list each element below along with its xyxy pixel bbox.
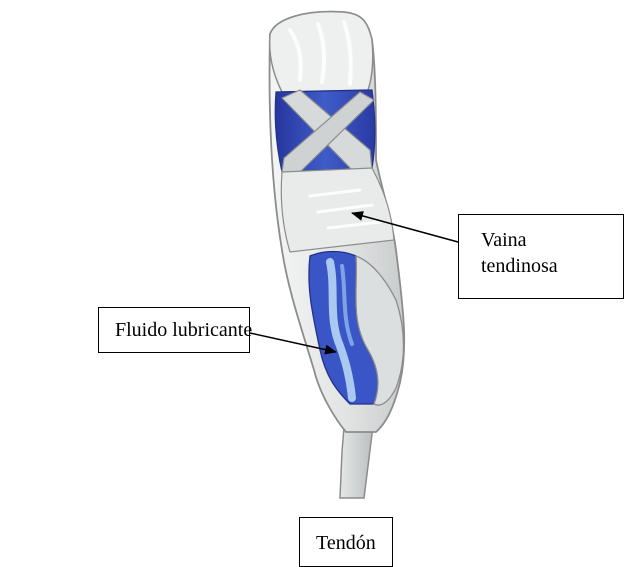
- label-fluido-lubricante: Fluido lubricante: [98, 307, 250, 353]
- label-tendon-text: Tendón: [316, 530, 392, 556]
- label-fluido-text: Fluido lubricante: [115, 317, 249, 343]
- label-vaina-line2: tendinosa: [481, 253, 623, 279]
- label-vaina-line1: Vaina: [481, 227, 623, 253]
- label-tendon: Tendón: [299, 517, 393, 567]
- label-vaina-tendinosa: Vaina tendinosa: [458, 214, 624, 299]
